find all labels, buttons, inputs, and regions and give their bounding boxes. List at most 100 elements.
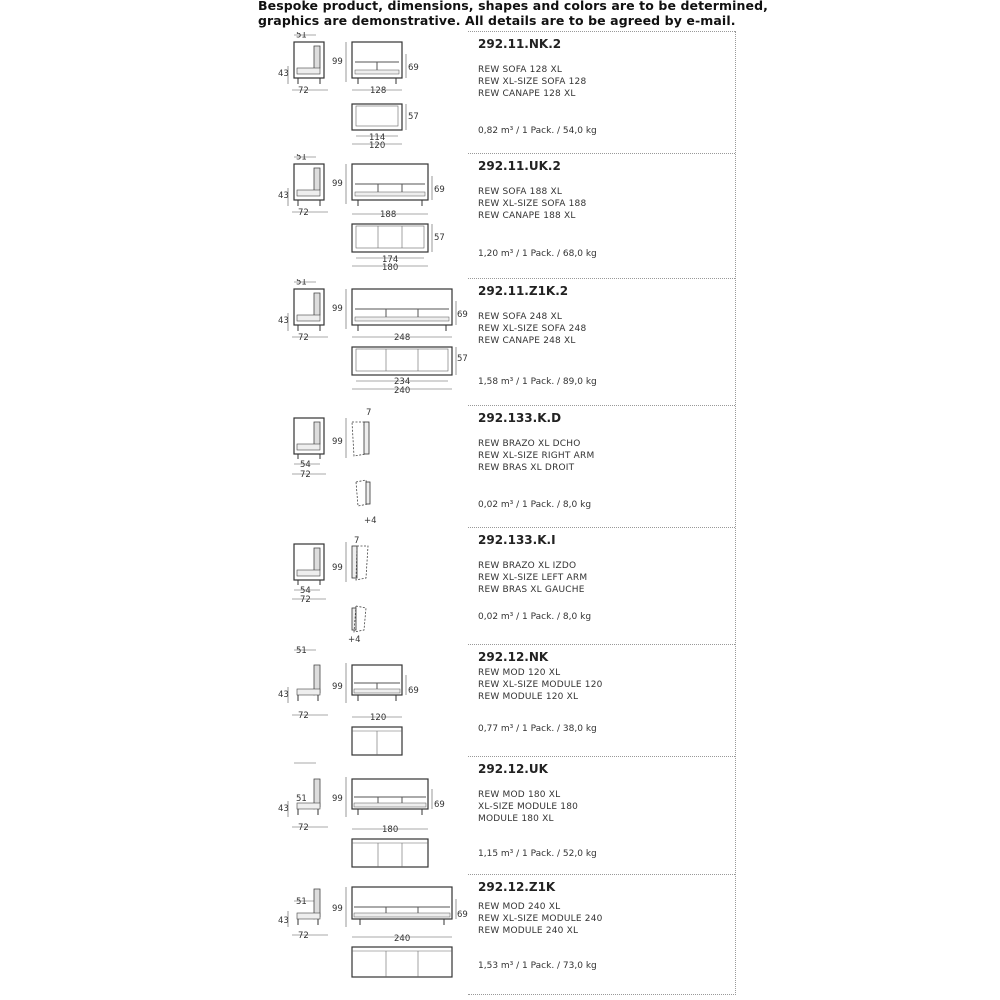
- package-info: 0,02 m³ / 1 Pack. / 8,0 kg: [478, 500, 592, 510]
- product-name-en: REW XL-SIZE MODULE 240: [478, 914, 603, 924]
- product-name-en: REW XL-SIZE LEFT ARM: [478, 573, 588, 583]
- drawing-sofa-128: 51 43 72 99 69 128 57 114 120: [270, 31, 470, 154]
- disclaimer-notice: Bespoke product, dimensions, shapes and …: [258, 0, 768, 28]
- dim-seat: 43: [278, 191, 289, 201]
- product-row: 292.12.UK REW MOD 180 XL XL-SIZE MODULE …: [468, 756, 735, 875]
- product-row: 292.11.NK.2 REW SOFA 128 XL REW XL-SIZE …: [468, 31, 735, 154]
- product-code: 292.11.NK.2: [478, 37, 562, 51]
- product-names: REW MOD 120 XL REW XL-SIZE MODULE 120 RE…: [478, 667, 603, 703]
- dim-inner-width: 234: [394, 377, 410, 387]
- dim-thickness: 7: [366, 408, 371, 418]
- dim-total-depth: 72: [300, 595, 311, 605]
- dim-total-depth: 72: [300, 470, 311, 480]
- dim-seat: 43: [278, 316, 289, 326]
- dim-outer-width: 120: [369, 141, 385, 151]
- sofa-248-svg: 51 43 72 99 69 248 57 234 240: [278, 278, 468, 397]
- product-name-es: REW BRAZO XL IZDO: [478, 561, 577, 571]
- dim-total-depth: 72: [298, 208, 309, 218]
- dim-seat: 43: [278, 916, 289, 926]
- dim-seat: 43: [278, 690, 289, 700]
- product-names: REW SOFA 188 XL REW XL-SIZE SOFA 188 REW…: [478, 186, 586, 222]
- product-name-es: REW BRAZO XL DCHO: [478, 439, 581, 449]
- package-info: 1,53 m³ / 1 Pack. / 73,0 kg: [478, 961, 597, 971]
- module-120-svg: 51 43 72 99 69 120: [278, 646, 419, 756]
- drawing-module-120: 51 43 72 99 69 120: [270, 645, 470, 757]
- product-names: REW MOD 240 XL REW XL-SIZE MODULE 240 RE…: [478, 901, 603, 937]
- product-name-es: REW SOFA 248 XL: [478, 312, 563, 322]
- product-table: 292.11.NK.2 REW SOFA 128 XL REW XL-SIZE …: [468, 31, 736, 995]
- product-name-en: XL-SIZE MODULE 180: [478, 802, 579, 812]
- dim-depth: 51: [296, 154, 307, 163]
- dim-depth: 51: [296, 32, 307, 41]
- product-name-en: REW XL-SIZE MODULE 120: [478, 680, 603, 690]
- left-arm-svg: 54 72 99 7 +4: [292, 536, 369, 645]
- product-names: REW SOFA 128 XL REW XL-SIZE SOFA 128 REW…: [478, 64, 586, 100]
- product-code: 292.133.K.I: [478, 533, 556, 547]
- product-row: 292.11.Z1K.2 REW SOFA 248 XL REW XL-SIZE…: [468, 278, 735, 406]
- dim-arm-height: 69: [408, 686, 419, 696]
- dim-depth: 51: [296, 646, 307, 656]
- dim-height: 99: [332, 794, 343, 804]
- dim-thickness: 7: [354, 536, 359, 546]
- dim-seat: 43: [278, 804, 289, 814]
- dim-width: 180: [382, 825, 398, 835]
- dim-arm-height: 69: [434, 185, 445, 195]
- dim-width: 240: [394, 934, 410, 944]
- product-name-fr: REW MODULE 120 XL: [478, 692, 579, 702]
- dim-plan: +4: [364, 516, 377, 526]
- product-code: 292.12.Z1K: [478, 880, 556, 894]
- product-name-en: REW XL-SIZE SOFA 188: [478, 199, 587, 209]
- package-info: 1,15 m³ / 1 Pack. / 52,0 kg: [478, 849, 597, 859]
- sofa-188-svg: 51 43 72 99 69 188 57 174 180: [278, 153, 445, 274]
- disclaimer-line-2: graphics are demonstrative. All details …: [258, 12, 736, 28]
- drawing-module-180: 43 72 51 99 69 180: [270, 757, 470, 875]
- product-name-fr: REW BRAS XL GAUCHE: [478, 585, 585, 595]
- drawing-right-arm: 54 72 99 7 +4: [270, 406, 470, 528]
- drawing-sofa-248: 51 43 72 99 69 248 57 234 240: [270, 278, 470, 406]
- product-name-es: REW MOD 120 XL: [478, 668, 561, 678]
- dim-arm-height: 69: [408, 63, 419, 73]
- product-name-fr: REW CANAPE 248 XL: [478, 336, 576, 346]
- product-name-es: REW SOFA 128 XL: [478, 65, 563, 75]
- dim-height: 99: [332, 682, 343, 692]
- product-row: 292.12.Z1K REW MOD 240 XL REW XL-SIZE MO…: [468, 874, 735, 995]
- module-180-svg: 43 72 51 99 69 180: [278, 762, 445, 868]
- product-row: 292.11.UK.2 REW SOFA 188 XL REW XL-SIZE …: [468, 153, 735, 279]
- dim-inner-width: 114: [369, 133, 385, 143]
- product-row: 292.133.K.D REW BRAZO XL DCHO REW XL-SIZ…: [468, 405, 735, 528]
- dim-arm-height: 69: [434, 800, 445, 810]
- package-info: 0,77 m³ / 1 Pack. / 38,0 kg: [478, 724, 597, 734]
- product-name-en: REW XL-SIZE SOFA 128: [478, 77, 587, 87]
- product-name-fr: REW BRAS XL DROIT: [478, 463, 575, 473]
- dim-arm-height: 69: [457, 910, 468, 920]
- dim-total-depth: 72: [298, 931, 309, 941]
- package-info: 0,82 m³ / 1 Pack. / 54,0 kg: [478, 126, 597, 136]
- product-name-fr: REW CANAPE 188 XL: [478, 211, 576, 221]
- dim-width: 188: [380, 210, 396, 220]
- product-code: 292.133.K.D: [478, 411, 562, 425]
- dim-outer-width: 240: [394, 386, 410, 396]
- dim-height: 99: [332, 437, 343, 447]
- product-code: 292.12.UK: [478, 762, 548, 776]
- product-code: 292.12.NK: [478, 650, 549, 664]
- dim-height: 99: [332, 57, 343, 67]
- product-name-es: REW MOD 240 XL: [478, 902, 561, 912]
- product-code: 292.11.UK.2: [478, 159, 561, 173]
- dim-total-depth: 72: [298, 86, 309, 96]
- drawing-module-240: 51 43 72 99 69 240: [270, 875, 470, 995]
- dim-plan-depth: 57: [434, 233, 445, 243]
- dim-total-depth: 72: [298, 711, 309, 721]
- module-240-svg: 51 43 72 99 69 240: [278, 886, 468, 978]
- right-arm-svg: 54 72 99 7 +4: [292, 408, 377, 526]
- dim-inner-depth: 54: [300, 460, 311, 470]
- dim-height: 99: [332, 304, 343, 314]
- dim-plan-depth: 57: [457, 354, 468, 364]
- drawing-sofa-188: 51 43 72 99 69 188 57 174 180: [270, 153, 470, 279]
- product-row: 292.133.K.I REW BRAZO XL IZDO REW XL-SIZ…: [468, 527, 735, 645]
- dim-inner-width: 174: [382, 255, 398, 265]
- package-info: 1,20 m³ / 1 Pack. / 68,0 kg: [478, 249, 597, 259]
- drawing-left-arm: 54 72 99 7 +4: [270, 528, 470, 645]
- dim-width: 248: [394, 333, 410, 343]
- product-name-fr: MODULE 180 XL: [478, 814, 554, 824]
- dim-depth: 51: [296, 794, 307, 804]
